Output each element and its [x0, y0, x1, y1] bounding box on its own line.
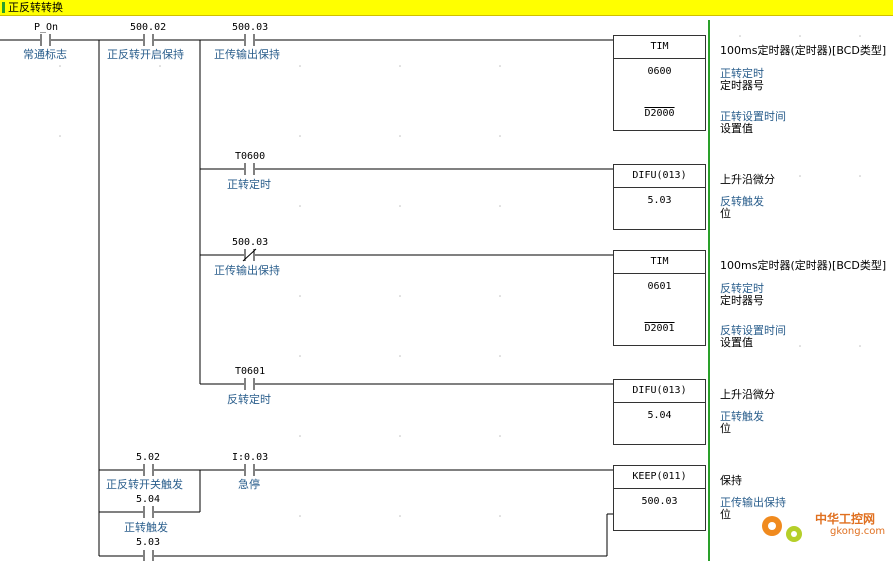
operand-comment: 正转触发 [720, 410, 764, 423]
contact-operand: 500.02 [130, 22, 167, 33]
ladder-diagram [0, 20, 861, 561]
section-marker [2, 2, 5, 13]
instruction-operand: 5.03 [647, 195, 672, 206]
operand-comment: 正转设置时间 [720, 110, 786, 123]
section-header[interactable]: 正反转转换 [0, 0, 893, 16]
operand-comment: 正转定时 [720, 67, 764, 80]
operand-comment: 正传输出保持 [720, 496, 786, 509]
contact-operand: T0601 [235, 366, 266, 377]
operand-description: 设置值 [720, 336, 753, 349]
instruction-operand: 500.03 [641, 496, 678, 507]
contact-comment: 反转定时 [227, 393, 271, 406]
instruction-operand: 0600 [647, 66, 672, 77]
ladder-canvas[interactable]: P_On 常通标志 500.02 正反转开启保持 500.03 正传输出保持 T… [0, 16, 893, 561]
instruction-tim-0600[interactable]: TIM 0600 D2000 [613, 35, 706, 131]
contact-comment: 急停 [238, 478, 260, 491]
instruction-name: KEEP(011) [614, 466, 705, 489]
instruction-operand: D2001 [644, 323, 675, 334]
instruction-keep-50003[interactable]: KEEP(011) 500.03 [613, 465, 706, 531]
instruction-description: 100ms定时器(定时器)[BCD类型] [720, 259, 887, 272]
instruction-difu-503[interactable]: DIFU(013) 5.03 [613, 164, 706, 230]
instruction-name: TIM [614, 36, 705, 59]
instruction-operand: 0601 [647, 281, 672, 292]
operand-description: 位 [720, 207, 731, 220]
contact-operand: 5.02 [136, 452, 161, 463]
watermark-text: 中华工控网 [815, 512, 876, 526]
contact-comment: 正转触发 [124, 521, 168, 534]
instruction-tim-0601[interactable]: TIM 0601 D2001 [613, 250, 706, 346]
instruction-description: 上升沿微分 [720, 388, 775, 401]
operand-description: 定时器号 [720, 79, 764, 92]
instruction-operand: D2000 [644, 108, 675, 119]
instruction-description: 保持 [720, 474, 742, 487]
contact-operand: 500.03 [232, 22, 269, 33]
instruction-name: DIFU(013) [614, 165, 705, 188]
section-title: 正反转转换 [8, 1, 63, 14]
instruction-name: DIFU(013) [614, 380, 705, 403]
watermark-sub: gkong.com [830, 526, 886, 537]
contact-operand: T0600 [235, 151, 266, 162]
contact-comment: 正反转开启保持 [107, 48, 184, 61]
operand-comment: 反转触发 [720, 195, 764, 208]
gear-logo-icon [762, 516, 802, 542]
contact-comment: 正转定时 [227, 178, 271, 191]
operand-comment: 反转设置时间 [720, 324, 786, 337]
contact-operand: 5.03 [136, 537, 161, 548]
operand-description: 设置值 [720, 122, 753, 135]
contact-operand: I:0.03 [232, 452, 269, 463]
contact-comment: 正反转开关触发 [106, 478, 183, 491]
contact-comment: 常通标志 [23, 48, 67, 61]
contact-comment: 正传输出保持 [214, 264, 280, 277]
operand-description: 位 [720, 422, 731, 435]
contact-operand: 500.03 [232, 237, 269, 248]
operand-comment: 反转定时 [720, 282, 764, 295]
instruction-description: 100ms定时器(定时器)[BCD类型] [720, 44, 887, 57]
instruction-operand: 5.04 [647, 410, 672, 421]
instruction-difu-504[interactable]: DIFU(013) 5.04 [613, 379, 706, 445]
operand-description: 位 [720, 508, 731, 521]
operand-description: 定时器号 [720, 294, 764, 307]
contact-operand: P_On [34, 22, 59, 33]
contact-comment: 正传输出保持 [214, 48, 280, 61]
instruction-name: TIM [614, 251, 705, 274]
contact-operand: 5.04 [136, 494, 161, 505]
instruction-description: 上升沿微分 [720, 173, 775, 186]
